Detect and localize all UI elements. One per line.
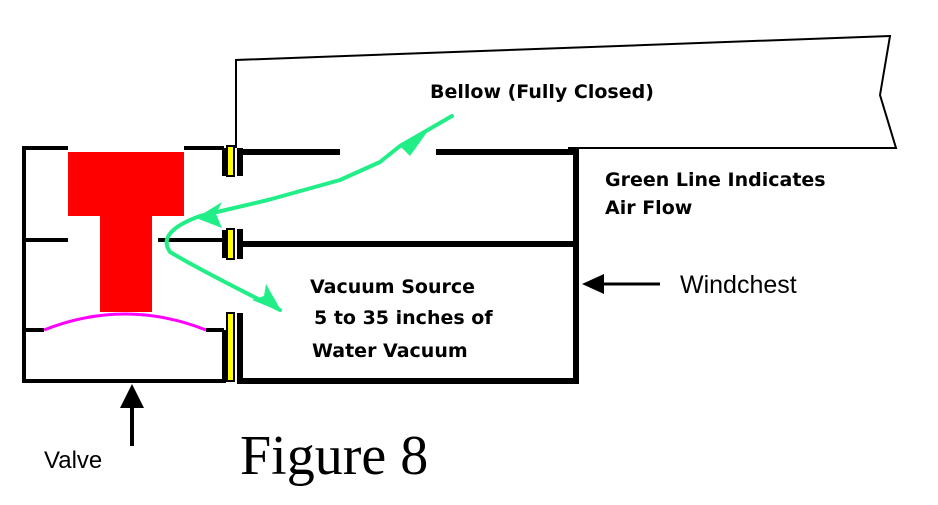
windchest-arrow [582, 274, 660, 294]
windchest-box [237, 148, 579, 384]
vacuum-label-line2: 5 to 35 inches of [314, 307, 493, 329]
airflow-note-line1: Green Line Indicates [605, 169, 826, 191]
valve-body [68, 152, 184, 312]
gaskets [226, 145, 235, 382]
bellow-outline [235, 34, 898, 149]
figure-caption: Figure 8 [240, 425, 428, 487]
bellow-label: Bellow (Fully Closed) [430, 81, 654, 103]
diaphragm [43, 312, 207, 332]
valve-label: Valve [44, 447, 102, 474]
valve-box [22, 146, 226, 383]
valve-arrow [120, 384, 144, 446]
windchest-label: Windchest [680, 271, 797, 299]
vacuum-label-line3: Water Vacuum [312, 340, 468, 362]
vacuum-label-line1: Vacuum Source [310, 276, 475, 298]
airflow-arrowheads [196, 128, 430, 312]
airflow-note-line2: Air Flow [605, 197, 692, 219]
